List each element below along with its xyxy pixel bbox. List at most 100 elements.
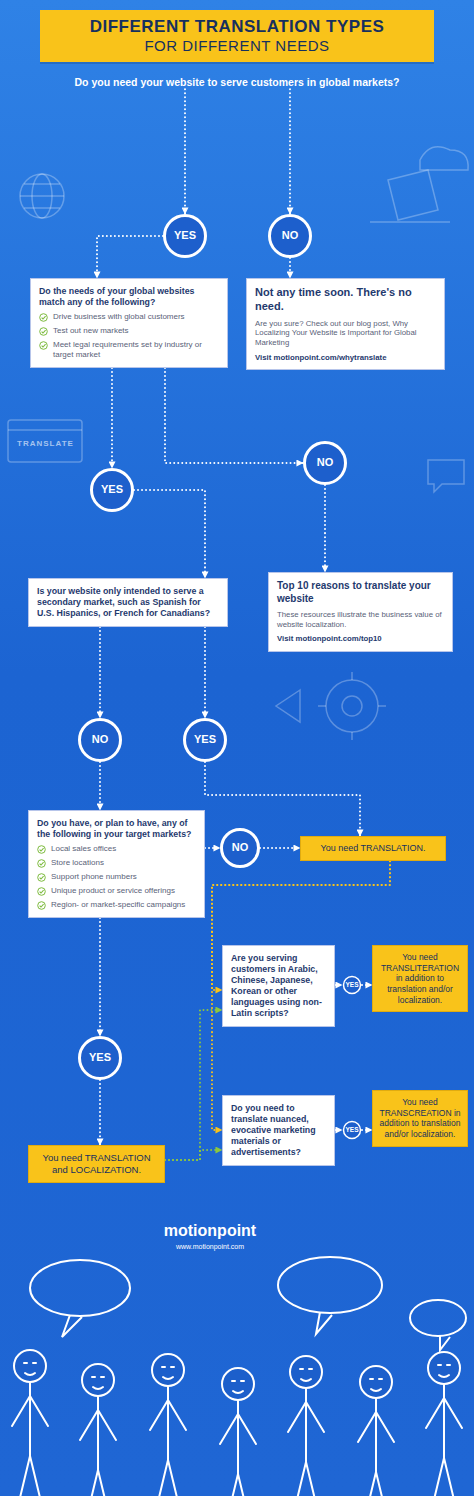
dotted-connector (362, 1129, 372, 1131)
box-heading: Is your website only intended to serve a… (37, 586, 219, 619)
decision-circle: YES (90, 468, 134, 512)
circle-label: NO (232, 841, 249, 855)
result-box: You need TRANSLITERATION in addition to … (372, 945, 468, 1012)
box-heading: Are you serving customers in Arabic, Chi… (231, 953, 326, 1019)
check-icon (37, 859, 46, 868)
list-item: Meet legal requirements set by industry … (53, 340, 219, 360)
body-text: Are you sure? Check out our blog post, W… (255, 319, 436, 348)
check-icon (37, 873, 46, 882)
logo-text: motionpoint (150, 1222, 270, 1240)
dotted-connector (204, 627, 206, 718)
list-item: Drive business with global customers (53, 312, 185, 322)
decision-circle: NO (303, 441, 347, 485)
circle-label: YES (345, 981, 358, 989)
dotted-connector (184, 89, 186, 214)
dotted-connector (111, 368, 113, 468)
list-item: Region- or market-specific campaigns (51, 900, 185, 910)
result-box: You need TRANSLATION. (300, 836, 446, 861)
dotted-connector (165, 1150, 222, 1160)
question-text: Do you need your website to serve custom… (20, 76, 454, 89)
circle-label: YES (174, 229, 196, 243)
link-text: Visit motionpoint.com/top10 (277, 634, 444, 644)
dotted-connector (99, 918, 101, 1036)
circle-shape (185, 720, 226, 761)
question-box: Do you need to translate nuanced, evocat… (222, 1095, 335, 1166)
result-box: You need TRANSLATION and LOCALIZATION. (28, 1145, 165, 1183)
question-box: Do the needs of your global websites mat… (30, 278, 228, 368)
dotted-connector (205, 847, 220, 849)
link-text: Visit motionpoint.com/whytranslate (255, 353, 436, 363)
dotted-connector (205, 762, 360, 836)
question-box: Top 10 reasons to translate your website… (268, 572, 453, 652)
faint-icons (8, 147, 468, 740)
circle-label: YES (89, 1051, 111, 1065)
question-box: Are you serving customers in Arabic, Chi… (222, 945, 335, 1027)
circle-shape (305, 443, 346, 484)
dotted-connector (97, 236, 163, 278)
question-box: Not any time soon. There's no need. Are y… (246, 278, 445, 370)
check-icon (39, 327, 48, 336)
check-icon (37, 901, 46, 910)
box-heading: Not any time soon. There's no need. (255, 286, 436, 314)
question-box: Do you have, or plan to have, any of the… (28, 810, 205, 918)
title-text: DIFFERENT TRANSLATION TYPES (50, 16, 424, 37)
circle-shape (80, 720, 121, 761)
check-icon (39, 341, 48, 350)
circle-label: YES (345, 1126, 358, 1134)
dotted-connector (324, 485, 326, 572)
decision-circle: YES (78, 1036, 122, 1080)
box-heading: Do you need to translate nuanced, evocat… (231, 1103, 326, 1158)
result-box: You need TRANSCREATION in addition to tr… (372, 1090, 468, 1147)
result-text: You need TRANSLATION. (306, 843, 440, 854)
list-item: Unique product or service offerings (51, 886, 175, 896)
title-band: DIFFERENT TRANSLATION TYPESFOR DIFFERENT… (40, 10, 434, 62)
question-text-node: Do you need your website to serve custom… (20, 76, 454, 89)
circle-shape (344, 977, 361, 994)
dotted-connector (260, 847, 300, 849)
list-item: Store locations (51, 858, 104, 868)
people-illustration (12, 1350, 462, 1496)
body-text: These resources illustrate the business … (277, 610, 444, 629)
dotted-connector (134, 490, 205, 578)
decision-circle: YES (183, 718, 227, 762)
box-heading: Top 10 reasons to translate your website (277, 580, 444, 605)
result-text: You need TRANSLITERATION in addition to … (378, 952, 462, 1005)
list-item: Local sales offices (51, 844, 116, 854)
box-heading: Do the needs of your global websites mat… (39, 286, 219, 308)
decision-circle: NO (268, 214, 312, 258)
check-icon (39, 313, 48, 322)
list-item: Test out new markets (53, 326, 129, 336)
dotted-connector (99, 762, 101, 810)
circle-shape (270, 216, 311, 257)
decision-circle: YES (342, 975, 362, 995)
check-icon (37, 845, 46, 854)
dotted-connector (165, 368, 303, 463)
decision-circle: YES (342, 1120, 362, 1140)
title-text: FOR DIFFERENT NEEDS (50, 37, 424, 56)
list-item: Support phone numbers (51, 872, 137, 882)
circle-shape (92, 470, 133, 511)
circle-label: NO (317, 456, 334, 470)
check-icon (37, 887, 46, 896)
circle-label: YES (194, 733, 216, 747)
decision-circle: YES (163, 214, 207, 258)
decision-circle: NO (78, 718, 122, 762)
circle-label: NO (92, 733, 109, 747)
dotted-connector (362, 984, 372, 986)
result-text: You need TRANSLATION and LOCALIZATION. (34, 1152, 159, 1176)
circle-label: YES (101, 483, 123, 497)
dotted-connector (289, 258, 291, 278)
dotted-connector (99, 1080, 101, 1145)
dotted-connector (335, 984, 342, 986)
circle-label: NO (282, 229, 299, 243)
watermark-label: TRANSLATE (17, 439, 74, 448)
speech-bubbles (30, 1257, 466, 1350)
logo-url: www.motionpoint.com (150, 1243, 270, 1250)
box-heading: Do you have, or plan to have, any of the… (37, 818, 196, 840)
dotted-connector (335, 1129, 342, 1131)
dotted-connector (99, 627, 101, 718)
result-text: You need TRANSCREATION in addition to tr… (378, 1097, 462, 1140)
circle-shape (344, 1122, 361, 1139)
